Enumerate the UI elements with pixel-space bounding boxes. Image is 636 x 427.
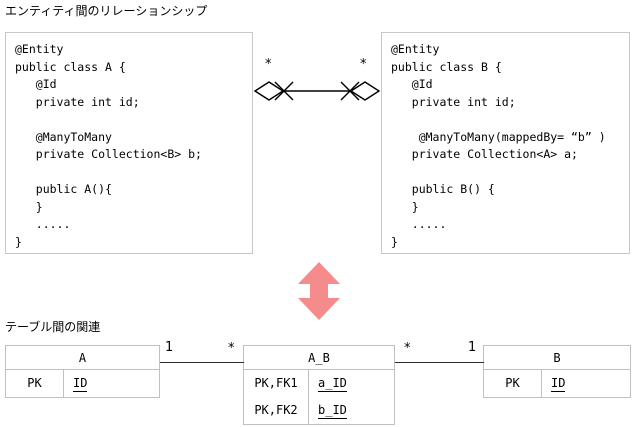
- table-row: PK ID: [484, 370, 630, 397]
- er-cardinality-b-one: 1: [468, 340, 477, 355]
- er-cardinality-ab-many-right: *: [404, 341, 411, 356]
- diamond-right-icon: [349, 81, 381, 101]
- er-relation-line-a-ab: [160, 362, 244, 363]
- er-table-ab-row0-column-text: a_ID: [318, 376, 347, 392]
- code-box-class-b: @Entity public class B { @Id private int…: [381, 32, 630, 254]
- er-table-ab: A_B PK,FK1 a_ID PK,FK2 b_ID: [243, 345, 395, 425]
- many-to-many-association-connector: [253, 81, 381, 101]
- er-relation-line-ab-b: [395, 362, 484, 363]
- table-section-title: テーブル間の関連: [5, 320, 101, 334]
- code-text-class-b: @Entity public class B { @Id private int…: [391, 42, 606, 249]
- er-table-ab-row0-column: a_ID: [309, 370, 394, 397]
- er-table-b: B PK ID: [483, 345, 631, 398]
- double-arrow-shape: [298, 262, 340, 320]
- association-multiplicity-left: *: [265, 57, 272, 72]
- er-table-b-title: B: [484, 346, 630, 370]
- er-table-a-row0-key: PK: [6, 370, 64, 397]
- double-arrow-icon: [298, 262, 340, 320]
- er-table-ab-row1-column: b_ID: [309, 397, 394, 424]
- er-table-ab-row1-key: PK,FK2: [244, 397, 309, 424]
- er-table-ab-row1-column-text: b_ID: [318, 403, 347, 419]
- er-table-a-title: A: [6, 346, 159, 370]
- association-multiplicity-right: *: [360, 57, 367, 72]
- er-table-a-row0-column-text: ID: [73, 376, 88, 392]
- table-row: PK,FK2 b_ID: [244, 397, 394, 424]
- table-row: PK ID: [6, 370, 159, 397]
- er-cardinality-ab-many-left: *: [228, 341, 235, 356]
- er-table-ab-title: A_B: [244, 346, 394, 370]
- er-table-a-row0-column: ID: [64, 370, 159, 397]
- er-table-b-row0-key: PK: [484, 370, 542, 397]
- code-text-class-a: @Entity public class A { @Id private int…: [15, 42, 202, 249]
- er-table-b-row0-column-text: ID: [551, 376, 566, 392]
- table-row: PK,FK1 a_ID: [244, 370, 394, 397]
- er-table-b-row0-column: ID: [542, 370, 630, 397]
- code-box-class-a: @Entity public class A { @Id private int…: [5, 32, 253, 254]
- entity-section-title: エンティティ間のリレーションシップ: [5, 4, 208, 18]
- er-table-ab-row0-key: PK,FK1: [244, 370, 309, 397]
- er-table-a: A PK ID: [5, 345, 160, 398]
- er-cardinality-a-one: 1: [165, 340, 174, 355]
- diamond-left-icon: [253, 81, 285, 101]
